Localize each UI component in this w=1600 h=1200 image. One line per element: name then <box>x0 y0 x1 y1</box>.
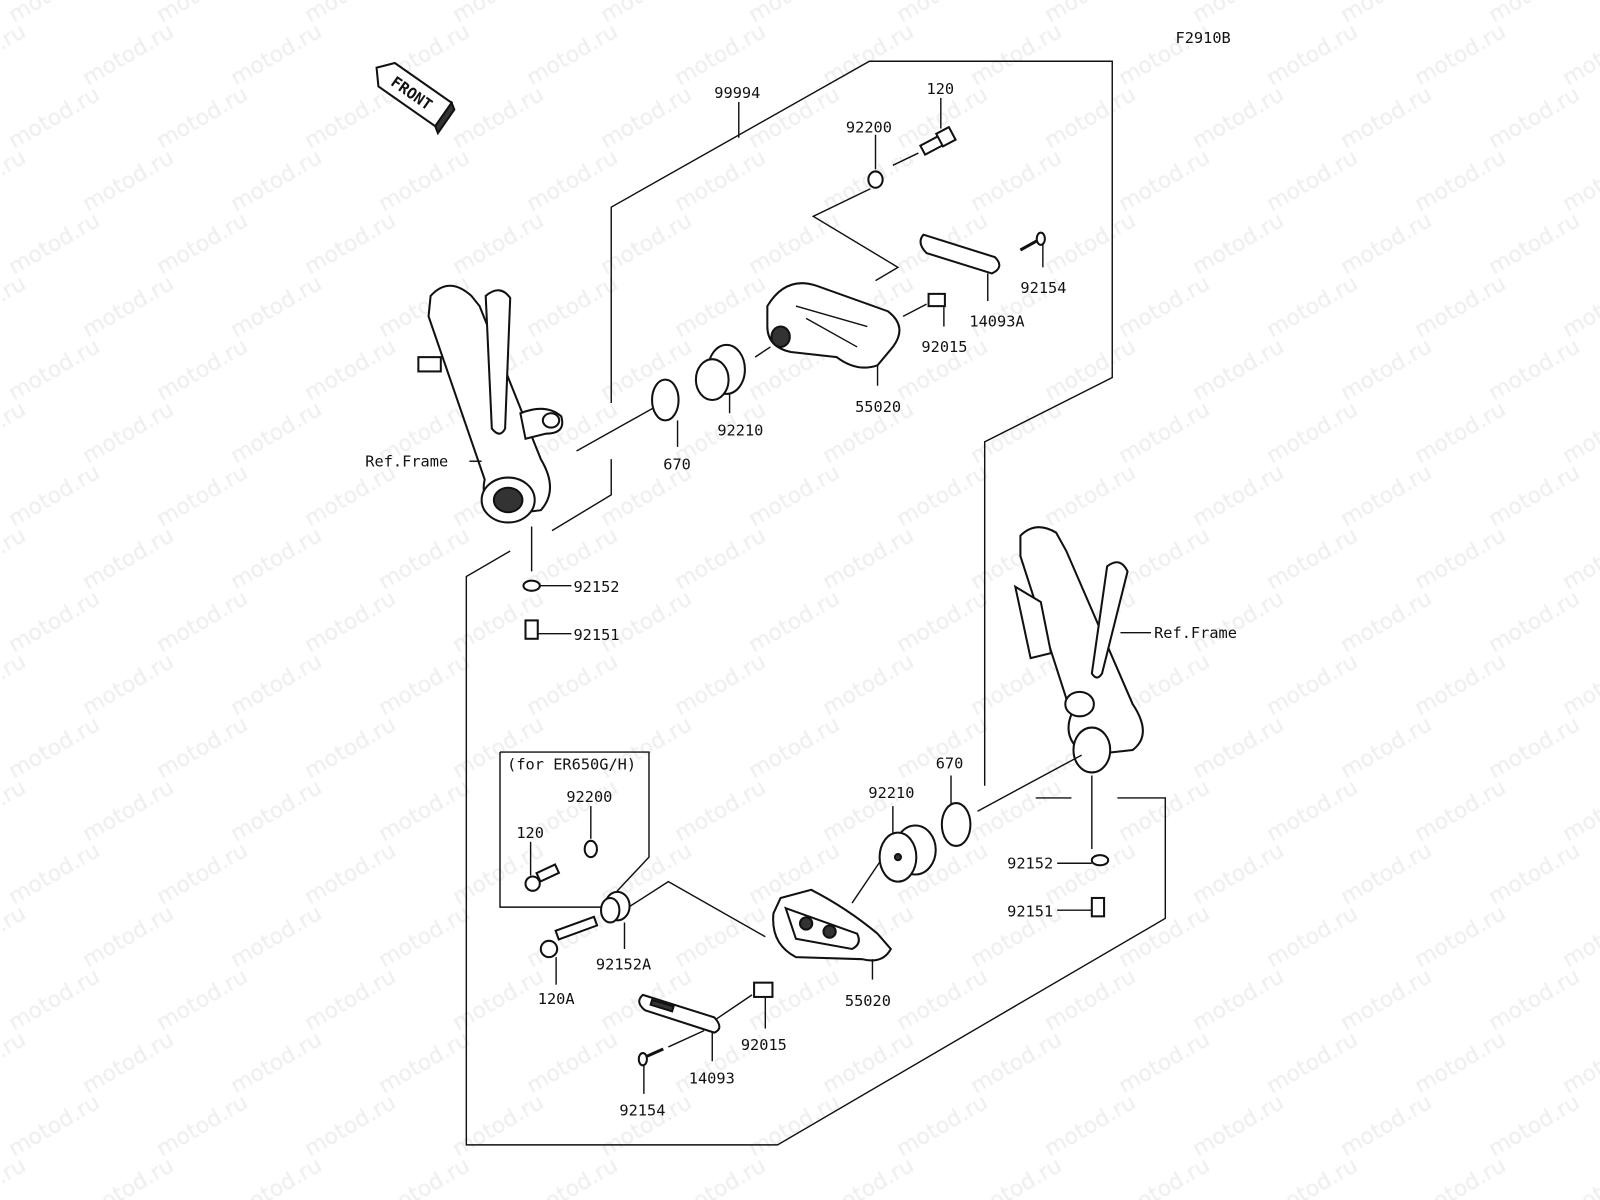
inset-title: (for ER650G/H) <box>507 755 636 773</box>
label-lower-slider: 55020 <box>845 992 891 1010</box>
label-upper-screw: 92154 <box>1020 279 1066 297</box>
right-bolt-part <box>1090 896 1106 918</box>
lower-slider-part <box>772 888 893 962</box>
label-inset-washer: 92200 <box>566 788 612 806</box>
lower-oring-part <box>940 802 972 847</box>
upper-collar-part <box>927 292 946 308</box>
label-inset-bolt: 120 <box>516 824 544 842</box>
label-kit: 99994 <box>714 84 760 102</box>
label-right-bolt: 92151 <box>1007 902 1053 920</box>
label-left-bolt: 92151 <box>573 626 619 644</box>
kit-boundary-lower <box>465 550 1167 1146</box>
left-bolt-part <box>524 619 539 640</box>
upper-washer-part <box>867 170 884 189</box>
diagram-code: F2910B <box>1176 29 1231 47</box>
label-lower-spacer: 92152A <box>596 955 651 973</box>
inset-box <box>499 751 650 908</box>
kit-boundary-upper <box>610 60 1113 786</box>
label-lower-collar: 92015 <box>741 1036 787 1054</box>
label-upper-oring: 670 <box>663 455 691 473</box>
label-upper-collar: 92015 <box>921 338 967 356</box>
kit-boundary-mid <box>551 459 612 532</box>
label-lower-oring: 670 <box>936 754 964 772</box>
inset-washer-part <box>583 839 598 859</box>
label-upper-damper: 92210 <box>717 422 763 440</box>
upper-screw-part <box>1019 231 1046 252</box>
upper-plate-part <box>919 233 1001 275</box>
label-upper-washer: 92200 <box>846 119 892 137</box>
label-left-washer: 92152 <box>573 578 619 596</box>
lower-spacer-part <box>600 890 631 924</box>
label-lower-screw: 92154 <box>619 1101 665 1119</box>
label-upper-plate: 14093A <box>969 313 1024 331</box>
lower-screw-part <box>637 1047 664 1067</box>
upper-bolt-part <box>918 125 957 157</box>
lower-plate-part <box>638 993 721 1034</box>
upper-oring-part <box>651 378 680 422</box>
label-upper-bolt: 120 <box>927 80 955 98</box>
lower-bolt-part <box>539 915 599 959</box>
lower-damper-part <box>878 824 937 883</box>
label-ref-frame-right: Ref.Frame <box>1154 624 1237 642</box>
left-frame-part <box>417 284 564 524</box>
right-washer-part <box>1090 854 1110 867</box>
upper-damper-part <box>694 343 746 402</box>
label-right-washer: 92152 <box>1007 854 1053 872</box>
left-washer-part <box>522 579 541 592</box>
label-ref-frame-left: Ref.Frame <box>365 452 448 470</box>
front-arrow-icon: FRONT <box>375 61 456 136</box>
lower-collar-part <box>753 981 774 998</box>
upper-slider-part <box>766 282 901 369</box>
right-frame-part <box>1013 526 1144 774</box>
axis-line <box>576 407 654 452</box>
label-lower-bolt: 120A <box>538 990 575 1008</box>
inset-bolt-part <box>524 863 561 892</box>
label-lower-plate: 14093 <box>689 1070 735 1088</box>
label-upper-slider: 55020 <box>855 398 901 416</box>
label-lower-damper: 92210 <box>868 784 914 802</box>
